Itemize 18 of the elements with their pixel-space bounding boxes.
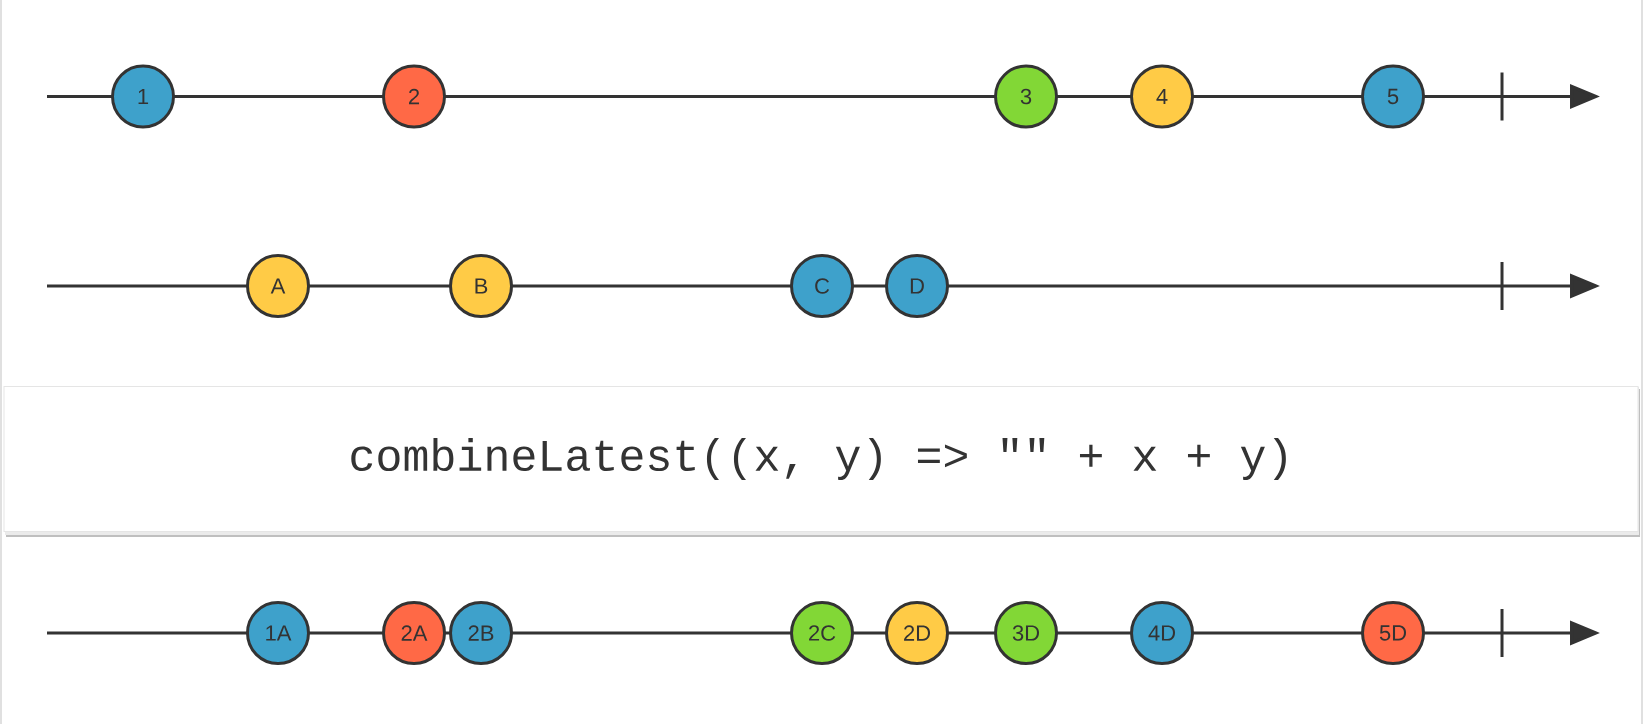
marble: D	[885, 254, 949, 318]
marble: 2D	[885, 601, 949, 665]
marble: A	[246, 254, 310, 318]
marble: 4D	[1130, 601, 1194, 665]
marble: 1	[111, 64, 175, 129]
marble: 1A	[246, 601, 310, 665]
marble: 3	[994, 64, 1058, 129]
marble: 2	[382, 64, 446, 129]
marble: 2C	[790, 601, 854, 665]
marble: B	[449, 254, 513, 318]
marble: 3D	[994, 601, 1058, 665]
marble: C	[790, 254, 854, 318]
marble: 5	[1361, 64, 1425, 129]
marble: 4	[1130, 64, 1194, 129]
marble: 5D	[1361, 601, 1425, 665]
operator-box: combineLatest((x, y) => "" + x + y)	[3, 386, 1640, 537]
marble: 2A	[382, 601, 446, 665]
marble: 2B	[449, 601, 513, 665]
